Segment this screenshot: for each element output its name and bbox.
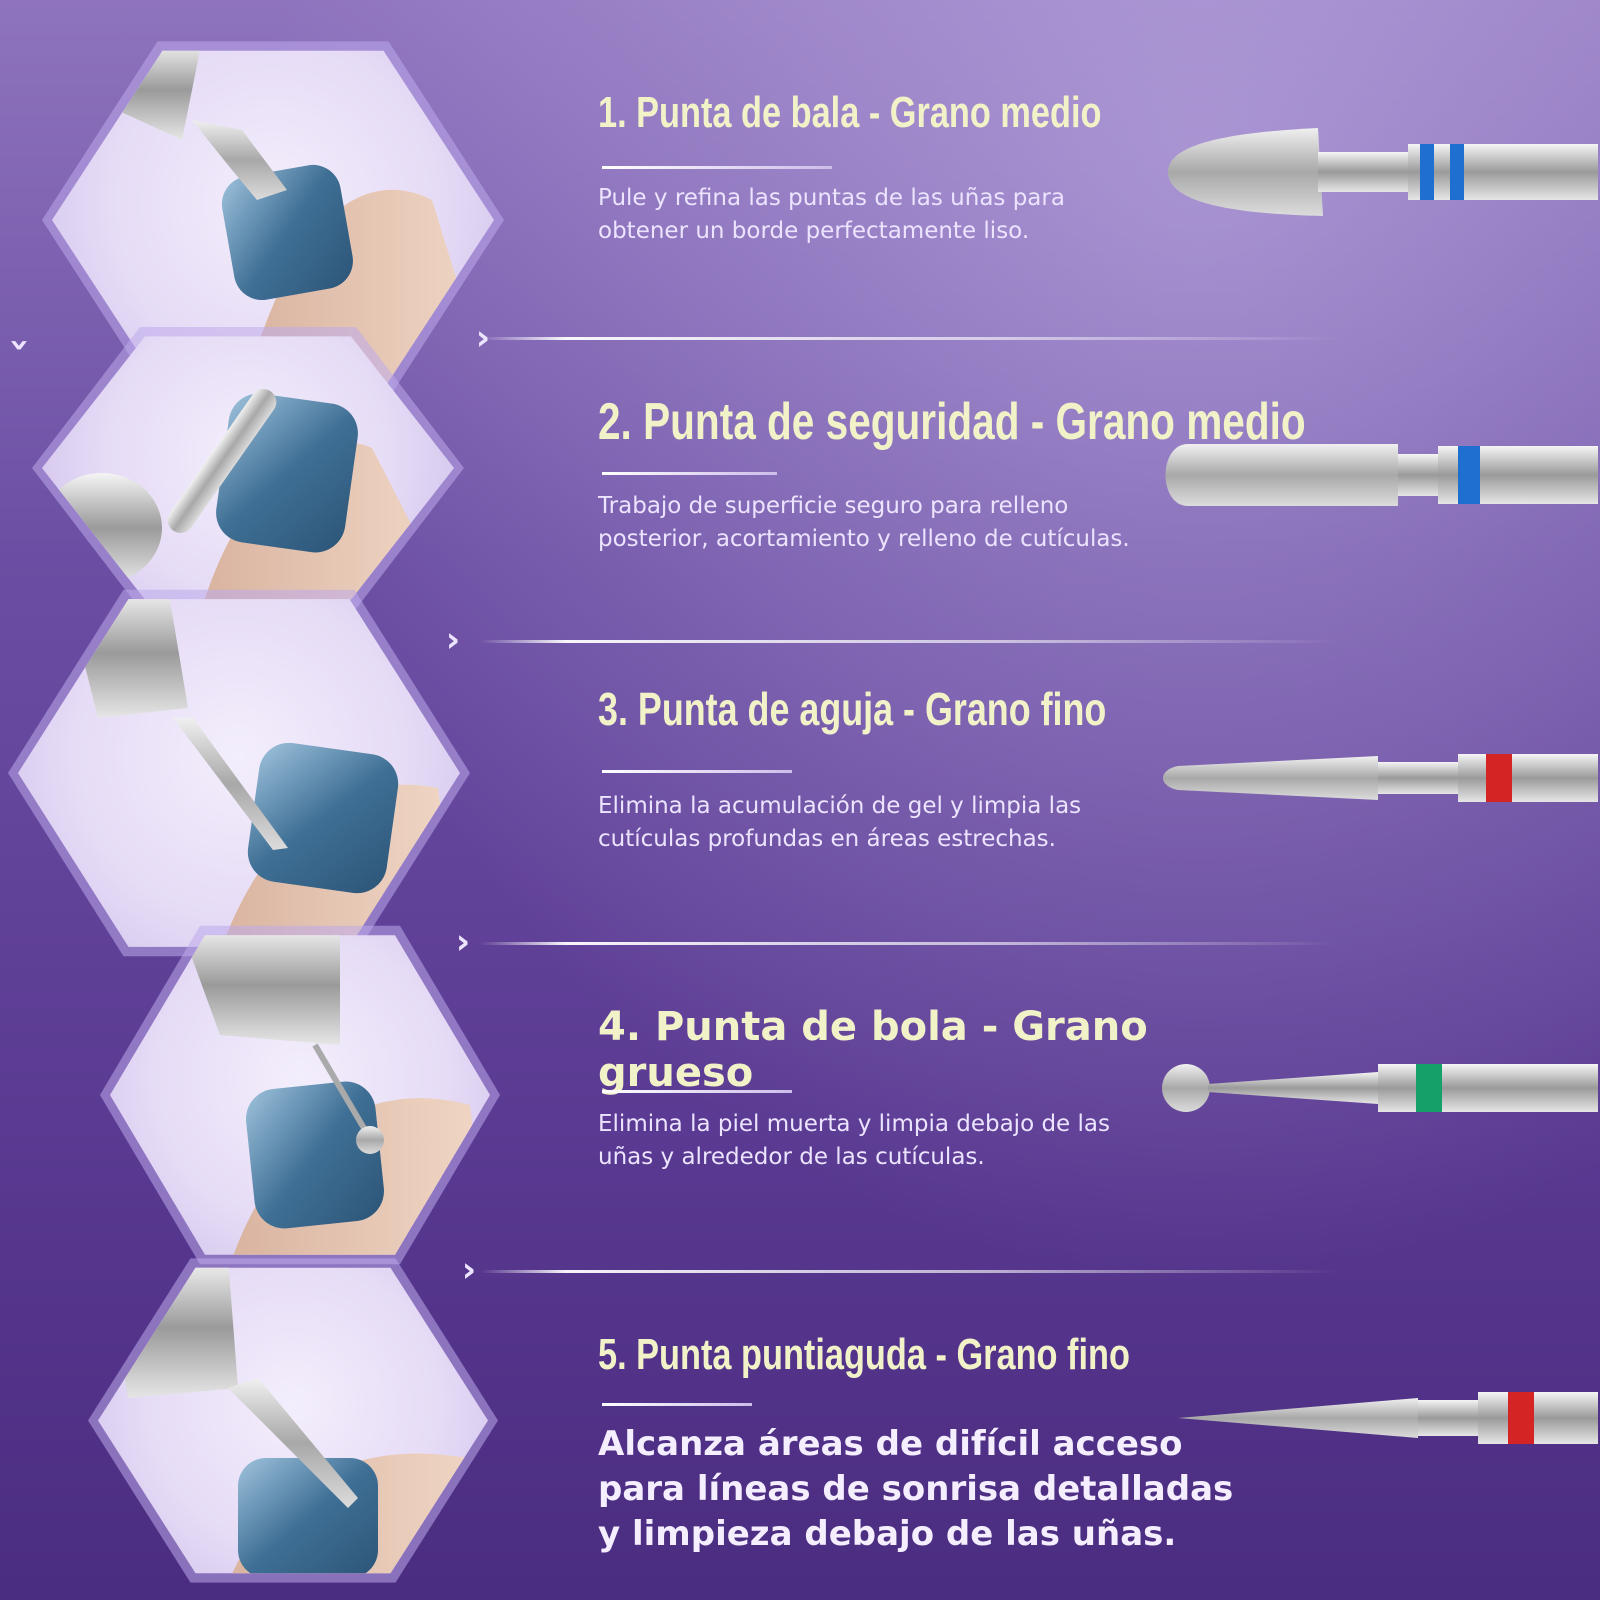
- safety-bit-image: [1165, 444, 1598, 506]
- divider-3: [480, 942, 1340, 945]
- item-4-description: Elimina la piel muerta y limpia debajo d…: [598, 1111, 1110, 1170]
- bullet-bit-image: [1168, 128, 1598, 216]
- divider-2: [480, 640, 1340, 643]
- item-5-description-line1: Alcanza áreas de difícil acceso: [598, 1424, 1183, 1464]
- item-4-title-line2: grueso: [598, 1050, 754, 1096]
- item-3-description: Elimina la acumulación de gel y limpia l…: [598, 793, 1082, 852]
- item-1-underline: [602, 166, 832, 169]
- item-5-description-line3: y limpieza debajo de las uñas.: [598, 1514, 1177, 1554]
- divider-4: [480, 1270, 1340, 1273]
- item-2-description: Trabajo de superficie seguro para rellen…: [598, 493, 1130, 552]
- item-4-underline: [602, 1090, 792, 1093]
- divider-1: [480, 337, 1340, 340]
- item-1-title: 1. Punta de bala - Grano medio: [598, 88, 1102, 137]
- item-3-title: 3. Punta de aguja - Grano fino: [598, 683, 1107, 735]
- item-5-underline: [602, 1403, 752, 1406]
- item-2-underline: [602, 472, 777, 475]
- needle-bit-image: [1163, 754, 1598, 802]
- item-2-title: 2. Punta de seguridad - Grano medio: [598, 393, 1306, 451]
- pointed-bit-image: [1178, 1392, 1598, 1444]
- ball-bit-image: [1162, 1064, 1598, 1112]
- item-5-title: 5. Punta puntiaguda - Grano fino: [598, 1330, 1130, 1379]
- item-1-description: Pule y refina las puntas de las uñas par…: [598, 185, 1065, 244]
- item-3-underline: [602, 770, 792, 773]
- item-4-title-line1: 4. Punta de bola - Grano: [598, 1004, 1148, 1050]
- item-5-description-line2: para líneas de sonrisa detalladas: [598, 1469, 1234, 1509]
